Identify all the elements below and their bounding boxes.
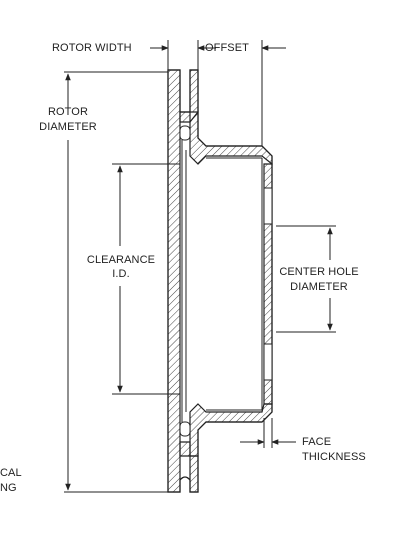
clearance-id-label-line1: CLEARANCE <box>86 254 156 266</box>
clearance-id-label-line2: I.D. <box>112 268 130 280</box>
center-hole-label-line2: DIAMETER <box>290 281 348 293</box>
face-thickness-label-line2: THICKNESS <box>302 451 366 463</box>
cut-off-label-line2: NG <box>0 482 17 494</box>
dimension-lines <box>64 40 336 493</box>
center-hole-label-line1: CENTER HOLE <box>279 266 359 278</box>
rotor-diameter-label-line1: ROTOR <box>47 106 89 118</box>
rotor-inner-lines <box>179 70 273 481</box>
rotor-diameter-label-line2: DIAMETER <box>39 121 97 133</box>
offset-label: OFFSET <box>205 42 249 54</box>
cut-off-label-line1: CAL <box>0 467 22 479</box>
rotor-width-label: ROTOR WIDTH <box>52 42 132 54</box>
face-thickness-label-line1: FACE <box>302 436 332 448</box>
